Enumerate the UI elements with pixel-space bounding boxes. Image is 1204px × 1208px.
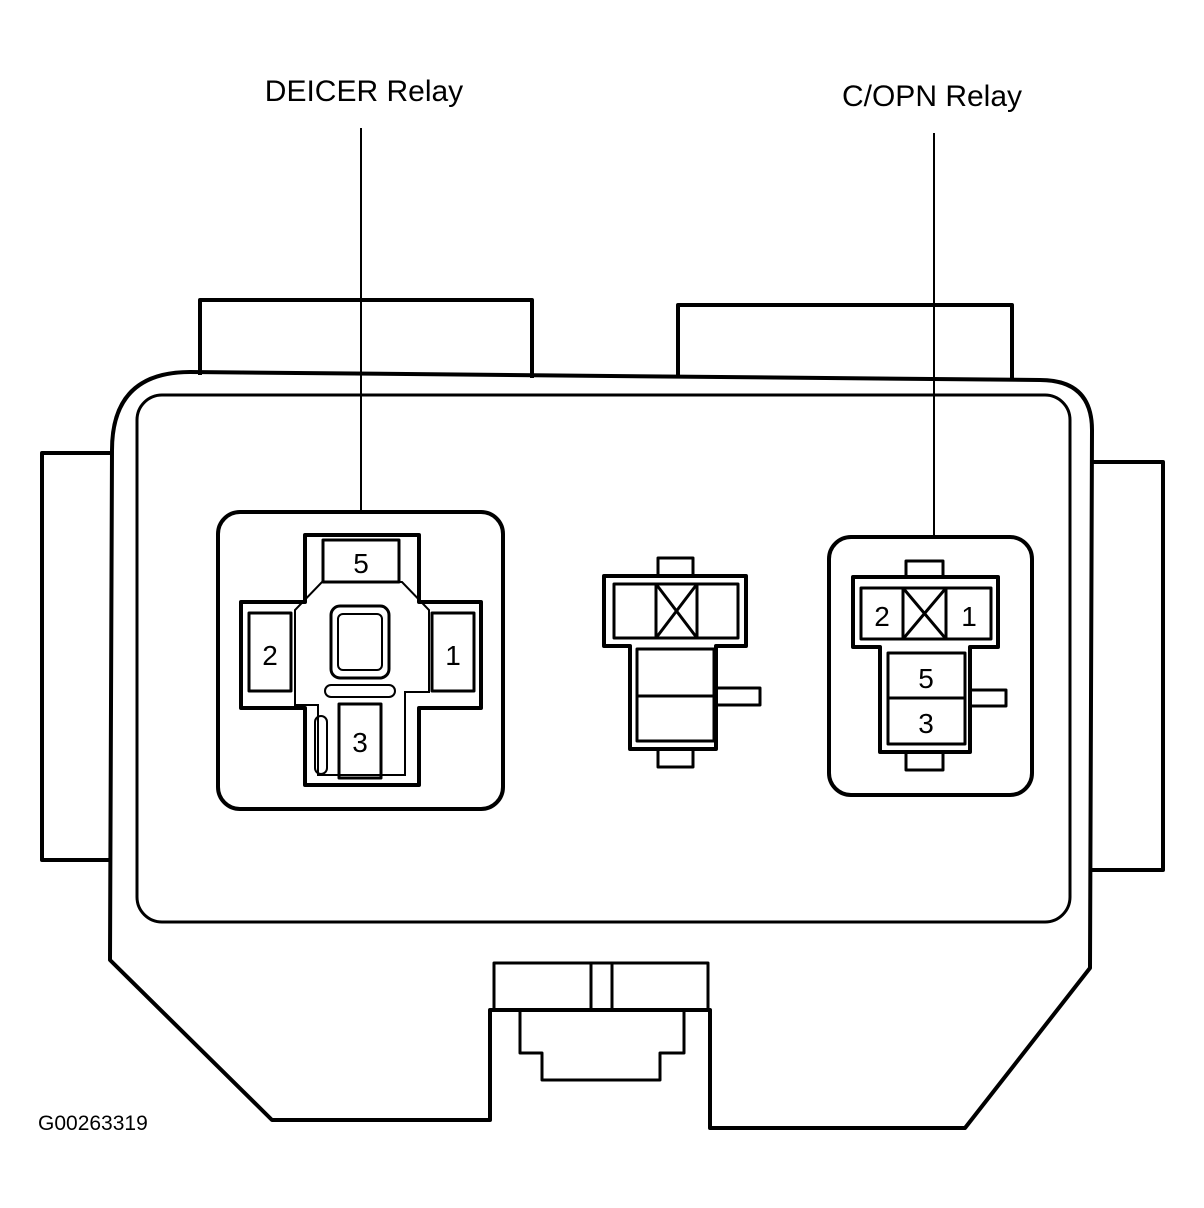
- deicer-slot-horizontal: [324, 684, 396, 698]
- copn-top-tab: [904, 559, 945, 579]
- right-side-tab: [1090, 460, 1165, 872]
- center-bottom-tab: [656, 747, 695, 769]
- deicer-cross-outline: [239, 533, 483, 787]
- copn-side-tab: [968, 688, 1008, 708]
- bottom-latch: [492, 961, 710, 1012]
- deicer-center-pin-outer: [329, 604, 391, 680]
- copn-relay-label: C/OPN Relay: [842, 80, 1022, 113]
- deicer-pin-3-box: [337, 702, 383, 780]
- deicer-pin-5-box: [321, 538, 401, 584]
- deicer-pin-5-label: 5: [353, 548, 369, 579]
- top-right-tab: [676, 303, 1014, 380]
- copn-pin-3-label: 3: [918, 708, 934, 739]
- deicer-slot-vertical: [314, 715, 328, 775]
- deicer-pin-1-box: [430, 611, 476, 693]
- deicer-pin-1-label: 1: [445, 640, 461, 671]
- center-x-mark-b: [654, 583, 699, 639]
- center-top-tab: [656, 556, 695, 578]
- center-top-row: [612, 582, 740, 640]
- copn-relay-body: [851, 575, 1000, 754]
- deicer-pin-2-box: [247, 611, 293, 693]
- deicer-pin-3-label: 3: [352, 727, 368, 758]
- copn-relay-socket: [827, 535, 1034, 797]
- copn-pin-1-label: 1: [961, 601, 977, 632]
- bottom-latch-step: [518, 1010, 686, 1082]
- center-relay-socket: [602, 574, 748, 751]
- copn-top-row: [859, 586, 993, 641]
- copn-bottom-tab: [904, 750, 945, 772]
- left-side-tab: [40, 451, 112, 862]
- figure-code: G00263319: [38, 1112, 148, 1135]
- copn-pin-5-label: 5: [918, 663, 934, 694]
- deicer-relay-label: DEICER Relay: [265, 75, 463, 108]
- housing-inner-panel: [135, 393, 1072, 924]
- deicer-pin-2-label: 2: [262, 640, 278, 671]
- housing-outer: [108, 370, 1094, 1130]
- deicer-cross-inner: [294, 581, 430, 776]
- center-side-tab: [714, 686, 762, 707]
- top-left-tab: [198, 298, 534, 378]
- copn-x-mark-b: [901, 587, 948, 640]
- deicer-center-pin-inner: [337, 613, 383, 671]
- copn-pin-2-label: 2: [874, 601, 890, 632]
